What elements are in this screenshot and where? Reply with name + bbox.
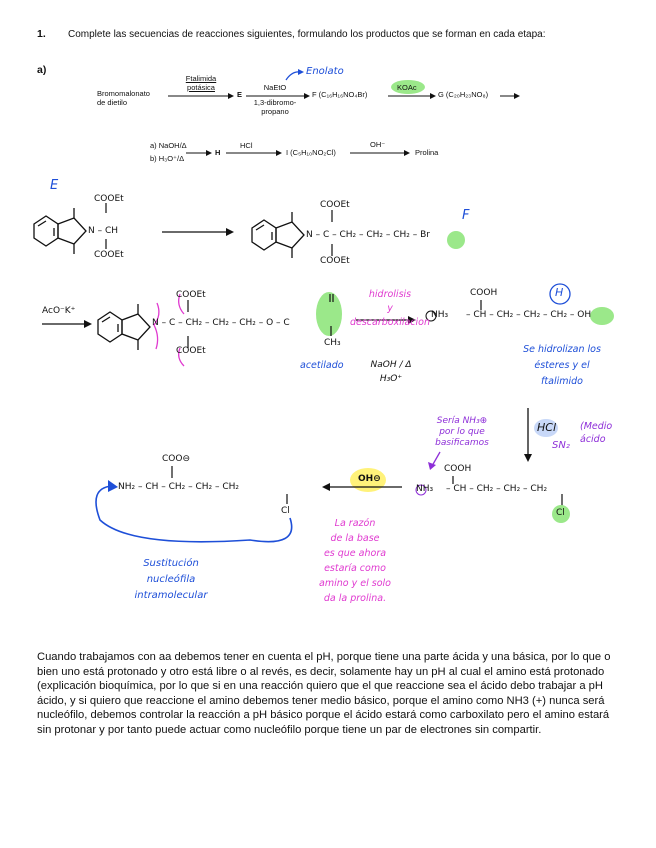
final-cl: Cl [281, 506, 290, 516]
final-chain: NH₂ – CH – CH₂ – CH₂ – CH₂ [118, 482, 240, 492]
i-cooh: COOH [444, 464, 472, 474]
reagent-dibromopropano: 1,3-dibromo- propano [253, 98, 297, 116]
i-chain: – CH – CH₂ – CH₂ – CH₂ [446, 484, 548, 494]
compound-i: I (C₅H₁₀NO₂Cl) [286, 148, 336, 157]
f-cooet-top: COOEt [320, 200, 350, 210]
label-e: E [50, 178, 59, 193]
explanation-paragraph: Cuando trabajamos con aa debemos tener e… [37, 651, 611, 736]
note-sn2: SN₂ [552, 440, 570, 451]
f-cooet-bottom: COOEt [320, 256, 350, 266]
oh-highlight [350, 468, 386, 492]
h-cooh: COOH [470, 288, 498, 298]
product-prolina: Prolina [415, 148, 439, 157]
note-acetilado: acetilado [300, 360, 344, 371]
intramolecular-arrow [95, 485, 293, 543]
g-cooet-bottom: COOEt [176, 346, 206, 356]
note-sustitucion: Sustitución nucleófila intramolecular [134, 558, 208, 601]
question-number: 1. [37, 28, 46, 40]
compound-e: E [237, 90, 243, 99]
f-chain: N – C – CH₂ – CH₂ – CH₂ – Br [306, 230, 430, 240]
note-seria: Sería NH₃⊕ por lo que basificamos [435, 416, 489, 448]
e-n-ch: N – CH [88, 226, 119, 236]
ester-highlight [316, 292, 342, 336]
start-reagent: Bromomalonato de dietilo [97, 89, 150, 107]
reagent-naeto: NaEtO [263, 83, 287, 92]
reagent-naoh: a) NaOH/Δ [150, 141, 187, 150]
note-hcl: HCl [537, 421, 557, 434]
label-f: F [462, 208, 470, 223]
note-medio-acido: (Medio ácido [580, 421, 613, 445]
g-ch3: CH₃ [324, 338, 341, 348]
enolate-note: Enolato [306, 66, 344, 77]
g-cooet-top: COOEt [176, 290, 206, 300]
reagent-ftalimida: Ftalimida potásica [185, 74, 217, 92]
reagent-hcl: HCl [240, 141, 253, 150]
phthalimide-e [33, 208, 87, 254]
label-h: H [555, 286, 564, 299]
note-naoh: NaOH / Δ H₃O⁺ [370, 360, 412, 384]
br-highlight [447, 231, 465, 249]
note-hidrolisis: hidrolisis y descarboxilacion [349, 289, 431, 328]
note-hidrolizan: Se hidrolizan los ésteres y el ftalimido [523, 344, 601, 387]
koac-highlight [391, 80, 425, 94]
i-cl: Cl [556, 508, 565, 518]
compound-f: F (C₁₆H₁₆NO₄Br) [312, 90, 368, 99]
reagent-koac: KOAc [397, 83, 417, 92]
h-nh3: NH₃ [431, 310, 449, 320]
note-razon: La razón de la base es que ahora estaría… [319, 518, 391, 604]
i-nh3: NH₃ [416, 484, 434, 494]
oh-minus: OH⊖ [358, 474, 381, 484]
e-cooet-top: COOEt [94, 194, 124, 204]
h-chain: – CH – CH₂ – CH₂ – CH₂ – OH [466, 310, 592, 320]
final-coo: COO⊖ [162, 454, 190, 464]
phthalimide-g [97, 304, 151, 350]
question-text: Complete las secuencias de reacciones si… [68, 29, 546, 40]
compound-h: H [215, 148, 221, 157]
phthalimide-f [251, 212, 305, 258]
acok-reagent: AcO⁻K⁺ [42, 306, 76, 316]
reagent-oh: OH⁻ [370, 140, 386, 149]
h-circle [549, 283, 571, 305]
e-cooet-bottom: COOEt [94, 250, 124, 260]
g-chain: N – C – CH₂ – CH₂ – CH₂ – O – C [152, 318, 290, 328]
part-label: a) [37, 64, 47, 76]
compound-g: G (C₂₀H₂₃NO₈) [438, 90, 489, 99]
reagent-h3o: b) H₃O⁺/Δ [150, 154, 185, 163]
